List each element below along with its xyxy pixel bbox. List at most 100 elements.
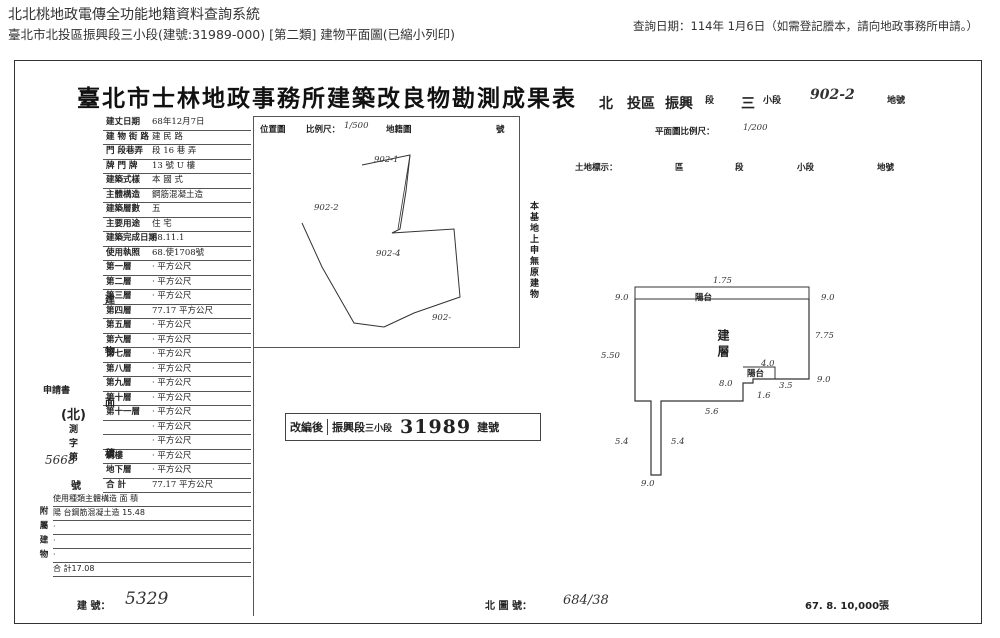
row-key: 主體構造 — [106, 189, 141, 200]
balcony-top-label: 陽台 — [695, 293, 713, 303]
table-row: 第四層 77.17 平方公尺 — [103, 305, 251, 319]
table-row: 第八層· 平方公尺 — [103, 363, 251, 377]
row-value: · 平方公尺 — [152, 262, 192, 272]
row-value: 17.08 — [71, 564, 95, 573]
location-district: 投區 — [627, 96, 655, 112]
row-value: 68年12月7日 — [152, 117, 205, 127]
table-row: · 平方公尺 — [103, 435, 251, 450]
query-date: 查詢日期：114年 1月6日（如需登記謄本，請向地政事務所申請。） — [633, 19, 978, 33]
row-key: 第五層 — [106, 320, 132, 330]
footer-building-no: 5329 — [125, 589, 169, 609]
row-key: 門 段巷弄 — [106, 146, 143, 156]
office-stamp-label: 申請書 — [43, 386, 71, 396]
table-row: · — [53, 521, 251, 535]
side-label-area: 面 — [105, 398, 115, 409]
row-key: 建丈日期 — [106, 117, 141, 127]
table-row: 第十一層 · 平方公尺 — [103, 406, 251, 421]
row-key: 合 計 — [53, 564, 72, 573]
dim-7: 8.0 — [719, 379, 733, 389]
location-section-label: 段 — [705, 96, 715, 106]
row-value: · 平方公尺 — [152, 334, 192, 345]
renumber-subsection: 三小段 — [365, 423, 393, 434]
location-map-no-label: 號 — [496, 125, 505, 135]
row-key: 騎樓 — [106, 450, 124, 461]
application-number: 5668 — [45, 453, 76, 467]
row-value: · 平方公尺 — [152, 421, 192, 432]
dim-1: 1.75 — [713, 276, 732, 286]
balcony-bottom-label: 陽台 — [747, 369, 765, 379]
location-map-label: 位置圖 — [260, 125, 286, 135]
location-parcel: 902-2 — [810, 87, 855, 103]
renumber-label: 改編後 — [286, 419, 328, 435]
table-row: 建丈日期 68年12月7日 — [103, 116, 251, 131]
row-value: 五 — [152, 204, 161, 214]
dim-8: 3.5 — [779, 381, 793, 391]
row-key: 使用執照 — [106, 247, 141, 258]
dim-4: 5.50 — [601, 351, 620, 361]
renumber-suffix: 建號 — [477, 421, 500, 434]
table-row: 使用種類主體構造 面 積 — [53, 493, 251, 507]
row-value: · 平方公尺 — [152, 392, 192, 403]
dim-14: 9.0 — [641, 479, 655, 489]
row-key: 建築層數 — [106, 204, 141, 214]
table-row: 建 物 街 路建 民 路 — [103, 131, 251, 145]
document-subtitle: 臺北市北投區振興段三小段(建號:31989-000) [第二類] 建物平面圖(已… — [8, 27, 456, 42]
dim-13: 5.4 — [671, 437, 685, 447]
row-value: 建 民 路 — [152, 131, 183, 142]
row-value: 鋼筋混凝土造 15.48 — [71, 508, 145, 517]
row-key: 第二層 — [106, 276, 132, 287]
office-stamp-line2: 測 — [68, 425, 78, 435]
row-key: 第七層 — [106, 349, 132, 359]
row-value: · — [53, 522, 56, 531]
renumber-building-no: 31989 — [400, 416, 472, 438]
table-row: 第六層· 平方公尺 — [103, 334, 251, 348]
location-map-panel: 位置圖 比例尺： 1/500 地籍圖 號 902-1 902-2 902-4 9… — [253, 116, 520, 348]
row-value: · — [53, 536, 56, 545]
row-value: · 平方公尺 — [152, 436, 192, 446]
location-parcel-label: 地號 — [887, 96, 906, 106]
parcel-label-1: 902-1 — [374, 155, 399, 165]
table-row: 地下層· 平方公尺 — [103, 464, 251, 479]
row-value: · 平方公尺 — [152, 349, 192, 359]
parcel-label-2: 902-2 — [314, 203, 339, 213]
dim-9: 1.6 — [757, 391, 771, 401]
row-value: · 平方公尺 — [152, 407, 192, 417]
table-row: · — [53, 549, 251, 563]
row-value: 段 16 巷 弄 — [152, 146, 197, 156]
renumber-section: 振興段 — [332, 421, 365, 434]
footer-map-no: 684/38 — [563, 593, 609, 608]
total-label: 號 — [71, 481, 81, 492]
row-key: 建築式樣 — [106, 175, 141, 185]
row-key: 第八層 — [106, 363, 132, 374]
row-value: · 平方公尺 — [152, 378, 192, 388]
row-value: · 平方公尺 — [152, 320, 192, 330]
location-map-parcel-label: 地籍圖 — [386, 125, 412, 135]
footer-print-info: 67. 8. 10,000張 — [805, 601, 890, 612]
row-value: 77.17 平方公尺 — [152, 305, 214, 316]
side-label-object: 物 — [105, 347, 115, 358]
row-key: 陽 台 — [53, 508, 72, 517]
table-row: · — [53, 535, 251, 549]
dim-11: 5.6 — [705, 407, 719, 417]
office-stamp-line3: 字 — [68, 439, 78, 449]
row-value: 主體構造 面 積 — [85, 494, 139, 503]
office-stamp-line1: (北) — [61, 408, 86, 423]
table-row: 騎樓· 平方公尺 — [103, 450, 251, 464]
building-info-frame — [103, 116, 254, 616]
row-key: 牌 門 牌 — [106, 160, 138, 171]
row-value: · 平方公尺 — [152, 465, 192, 475]
row-value: · 平方公尺 — [152, 276, 192, 287]
row-key: 建 物 街 路 — [106, 131, 149, 142]
floor-plan-scale-label: 平面圖比例尺： — [655, 127, 715, 137]
row-key: 第四層 — [106, 305, 132, 316]
row-value: 鋼筋混凝土造 — [152, 189, 204, 200]
table-row: 第九層· 平方公尺 — [103, 377, 251, 392]
row-key: 第十一層 — [106, 407, 141, 417]
location-subsection-num: 三 — [741, 96, 755, 112]
table-row: 第十層· 平方公尺 — [103, 392, 251, 406]
